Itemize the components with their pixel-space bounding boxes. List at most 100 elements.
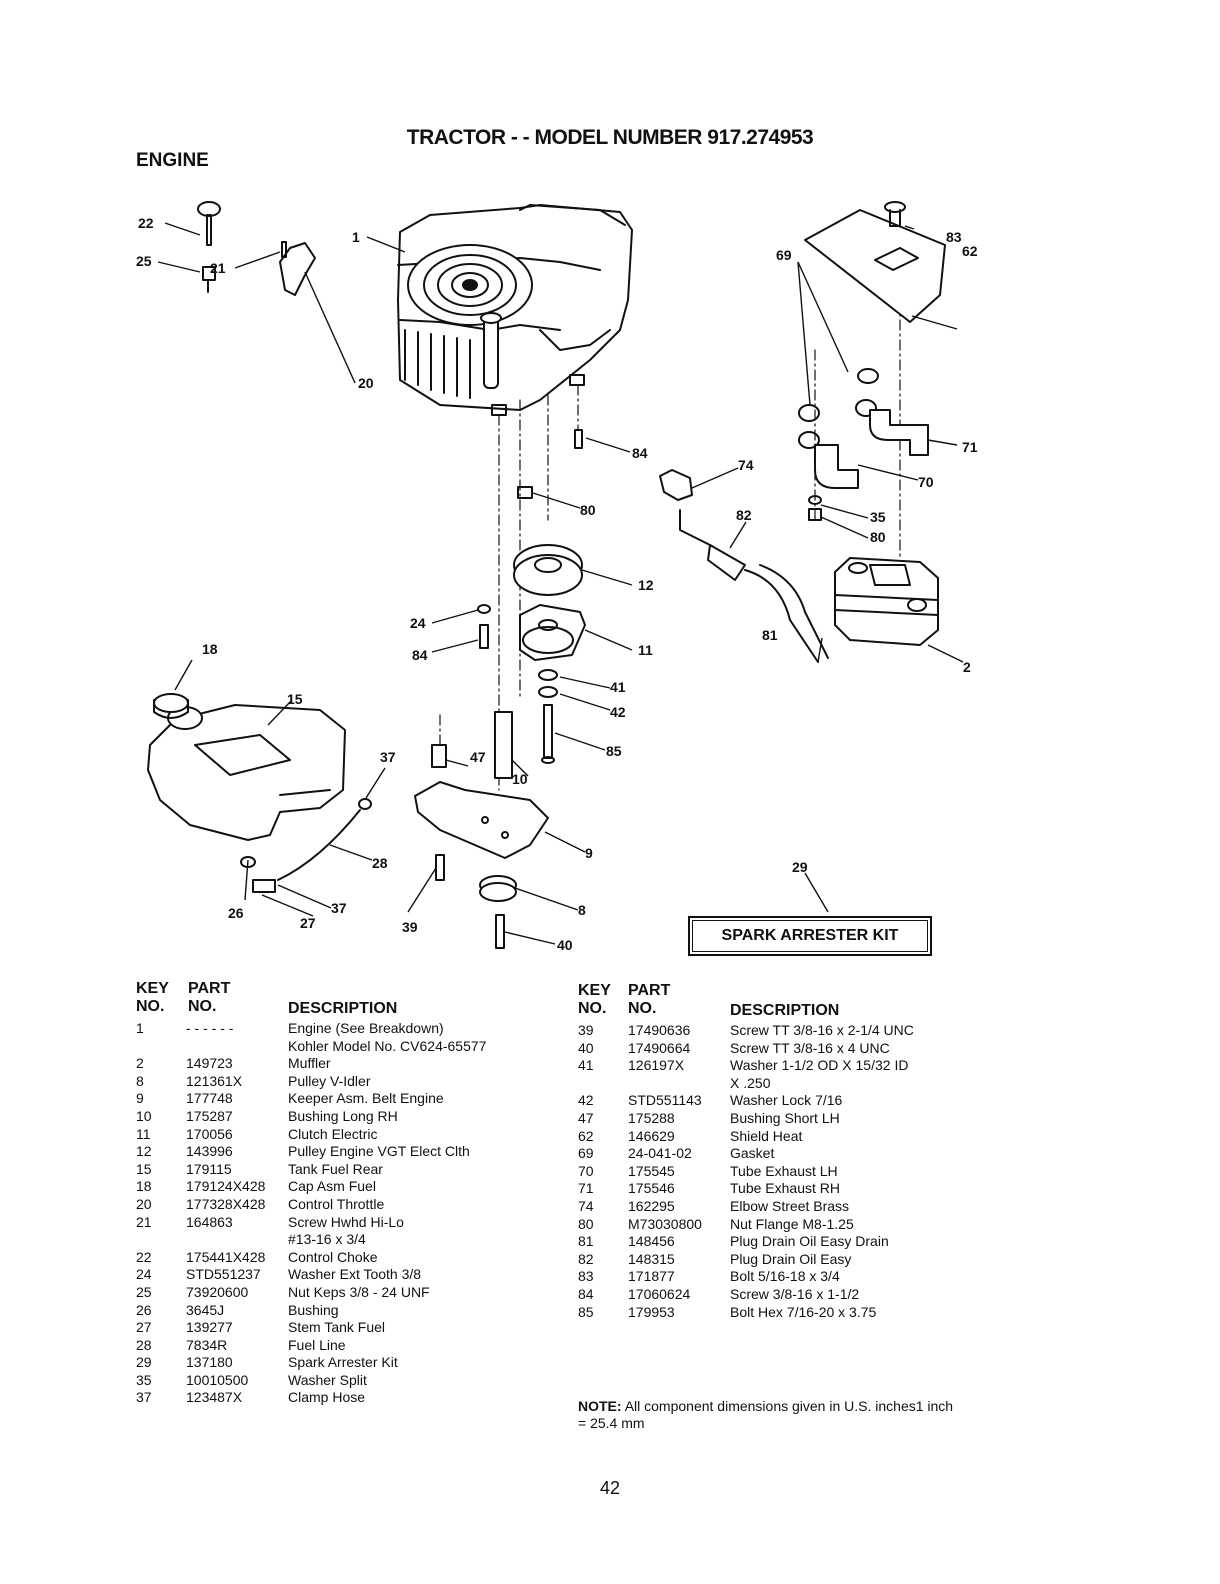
part-no: 175546	[628, 1180, 675, 1197]
callout-85: 85	[606, 743, 622, 759]
section-title: ENGINE	[136, 150, 209, 171]
callout-10: 10	[512, 771, 528, 787]
description: Washer Split	[288, 1371, 367, 1388]
description: Stem Tank Fuel	[288, 1319, 386, 1336]
key-no: 41	[578, 1057, 594, 1074]
page-title: TRACTOR - - MODEL NUMBER 917.274953	[406, 126, 814, 149]
callout-80-right: 80	[870, 529, 886, 545]
callout-71: 71	[962, 439, 978, 455]
key-no: 21	[136, 1213, 152, 1230]
part-no: 175288	[628, 1109, 675, 1126]
key-no: 2	[136, 1055, 144, 1072]
description: Plug Drain Oil Easy	[730, 1250, 852, 1267]
key-no: 26	[136, 1301, 152, 1318]
key-no: 12	[136, 1143, 152, 1160]
key-no: 8	[136, 1072, 144, 1089]
callout-83: 83	[946, 229, 962, 245]
key-no: 37	[136, 1389, 152, 1406]
callout-69: 69	[776, 247, 792, 263]
description: Clutch Electric	[288, 1125, 378, 1142]
callout-47: 47	[470, 749, 486, 765]
description: Screw Hwhd Hi-Lo	[288, 1213, 404, 1230]
callout-62: 62	[962, 243, 978, 259]
dimensions-note: NOTE: All component dimensions given in …	[578, 1398, 958, 1432]
callout-15: 15	[287, 691, 303, 707]
part-no: 17060624	[628, 1285, 691, 1302]
callout-82: 82	[736, 507, 752, 523]
note-label: NOTE:	[578, 1398, 622, 1414]
part-no: 164863	[186, 1213, 233, 1230]
part-no: 121361X	[186, 1072, 243, 1089]
key-no: 15	[136, 1160, 152, 1177]
callout-74: 74	[738, 457, 754, 473]
callout-21: 21	[210, 260, 226, 276]
key-no: 1	[136, 1020, 144, 1036]
part-no: 10010500	[186, 1371, 249, 1388]
description: Nut Keps 3/8 - 24 UNF	[288, 1283, 430, 1300]
key-no: 28	[136, 1336, 152, 1353]
key-no: 10	[136, 1107, 152, 1124]
description: Plug Drain Oil Easy Drain	[730, 1233, 889, 1250]
header-part-no: NO.	[628, 1000, 657, 1017]
table-row: #13-16 x 3/4	[136, 1231, 486, 1249]
key-no	[136, 1231, 186, 1249]
header-part: PART	[628, 982, 671, 999]
key-no: 39	[578, 1022, 594, 1038]
key-no: 69	[578, 1145, 594, 1162]
key-no: 47	[578, 1109, 594, 1126]
callout-22: 22	[138, 215, 154, 231]
callout-1: 1	[352, 229, 360, 245]
key-no: 70	[578, 1162, 594, 1179]
part-no: 177748	[186, 1090, 233, 1107]
description: Tank Fuel Rear	[288, 1160, 383, 1177]
callout-24: 24	[410, 615, 426, 631]
key-no: 29	[136, 1354, 152, 1371]
key-no: 71	[578, 1180, 594, 1197]
part-no: 179115	[186, 1160, 232, 1177]
exploded-parts-diagram: 1 2 8 9 10 11 12 15 18 20 21 22 24 25 26…	[136, 201, 978, 953]
part-no: 137180	[186, 1354, 233, 1371]
callout-42: 42	[610, 704, 626, 720]
description: Control Choke	[288, 1248, 378, 1265]
part-no: 179124X428	[186, 1178, 266, 1195]
table-row: 39 17490636 Screw TT 3/8-16 x 2-1/4 UNC	[578, 1022, 914, 1040]
description: X .250	[730, 1074, 771, 1091]
key-no: 18	[136, 1178, 152, 1195]
description: Tube Exhaust LH	[730, 1162, 838, 1179]
table-row: 15 179115 Tank Fuel Rear	[136, 1161, 486, 1179]
callout-27: 27	[300, 915, 316, 931]
callout-12: 12	[638, 577, 654, 593]
part-no: M73030800	[628, 1215, 702, 1232]
key-no: 20	[136, 1195, 152, 1212]
part-no: STD551143	[628, 1092, 702, 1109]
part-no: 179953	[628, 1303, 675, 1320]
part-no: 177328X428	[186, 1195, 266, 1212]
key-no: 9	[136, 1090, 144, 1107]
key-no: 40	[578, 1039, 594, 1056]
description: Cap Asm Fuel	[288, 1178, 376, 1195]
part-no: 73920600	[186, 1283, 249, 1300]
description: Screw TT 3/8-16 x 2-1/4 UNC	[730, 1022, 914, 1038]
callout-20: 20	[358, 375, 374, 391]
description: Washer 1-1/2 OD X 15/32 ID	[730, 1057, 909, 1074]
table-row: Kohler Model No. CV624-65577	[136, 1038, 486, 1056]
key-no: 84	[578, 1285, 594, 1302]
key-no	[578, 1075, 628, 1093]
key-no: 22	[136, 1248, 152, 1265]
table-row: 18 179124X428 Cap Asm Fuel	[136, 1178, 486, 1196]
part-no: STD551237	[186, 1266, 261, 1283]
part-no: 17490636	[628, 1022, 691, 1038]
description: #13-16 x 3/4	[288, 1231, 366, 1248]
description: Engine (See Breakdown)	[288, 1020, 444, 1036]
description: Bushing Long RH	[288, 1107, 398, 1124]
